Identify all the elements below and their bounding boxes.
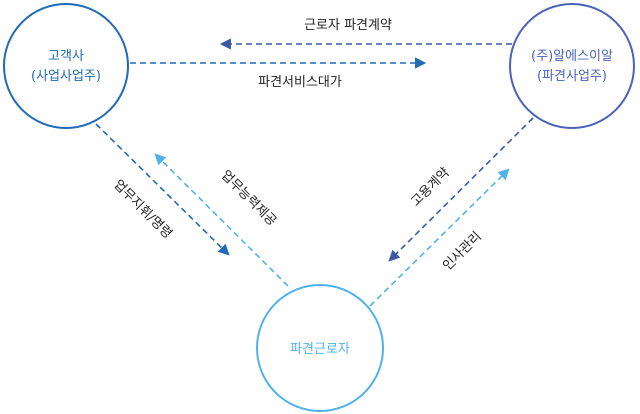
client-role: (사업사업주) xyxy=(31,69,101,84)
work-direction-label: 업무지휘/명령 xyxy=(110,177,174,241)
agency-name: (주)알에스이알 xyxy=(531,49,613,64)
client-node: 고객사 (사업사업주) xyxy=(3,3,129,129)
labor-provision-edge: 업무능력제공 xyxy=(154,153,289,287)
worker-node: 파견근로자 xyxy=(256,284,384,412)
agency-node: (주)알에스이알 (파견사업주) xyxy=(509,3,635,129)
dispatch-fee-edge: 파견서비스대가 xyxy=(130,57,427,90)
hr-management-edge: 인사관리 xyxy=(369,168,510,307)
client-name: 고객사 xyxy=(48,49,84,64)
labor-contract-label: 근로자 파견계약 xyxy=(304,18,392,33)
employment-contract-label: 고용계약 xyxy=(408,165,452,209)
hr-management-label: 인사관리 xyxy=(440,229,484,273)
labor-contract-edge: 근로자 파견계약 xyxy=(219,18,512,50)
work-direction-edge: 업무지휘/명령 xyxy=(95,123,230,256)
employment-contract-edge: 고용계약 xyxy=(388,117,534,262)
agency-role: (파견사업주) xyxy=(537,69,607,84)
labor-provision-label: 업무능력제공 xyxy=(218,168,279,229)
dispatch-fee-label: 파견서비스대가 xyxy=(258,75,342,90)
worker-name: 파견근로자 xyxy=(290,342,350,357)
